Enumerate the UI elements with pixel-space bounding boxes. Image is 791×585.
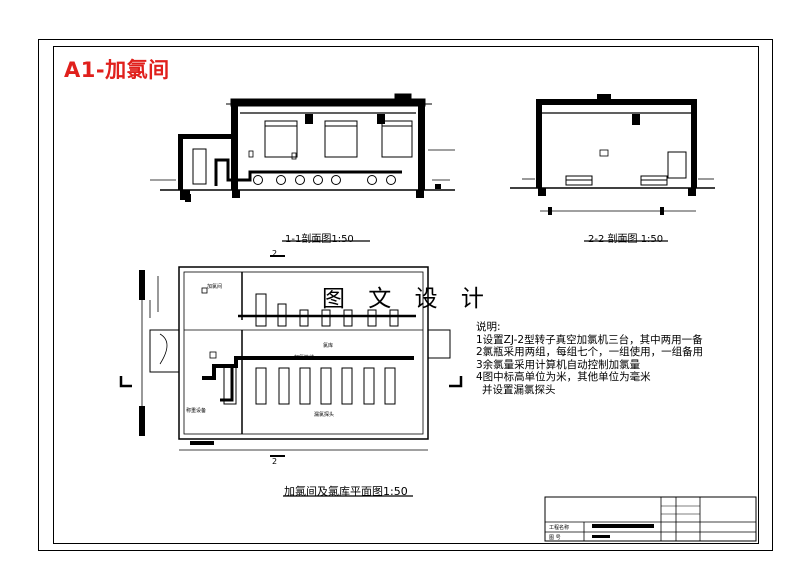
outer-border — [38, 39, 773, 551]
room-label-pipe: 加氯管线 — [294, 355, 315, 361]
note-item: 2氯瓶采用两组，每组七个，一组使用，一组备用 — [476, 346, 704, 359]
plan-view — [119, 255, 463, 497]
section-2-2-title: 2-2 剖面图 1:50 — [588, 234, 664, 245]
room-label-warehouse: 氯库 — [323, 343, 334, 349]
title-block-project: 工程名称 — [549, 525, 570, 531]
note-item: 并设置漏氯探头 — [482, 383, 556, 396]
note-item: 4图中标高单位为米，其他单位为毫米 — [476, 371, 651, 384]
title-block — [544, 496, 757, 542]
room-label-scale: 称重设备 — [186, 408, 207, 414]
section-1-1-title: 1-1剖面图1:50 — [285, 234, 354, 245]
watermark: 图 文 设 计 — [322, 286, 492, 312]
note-item: 1设置ZJ-2型转子真空加氯机三台，其中两用一备 — [476, 333, 703, 346]
section-1-1-view — [150, 93, 455, 242]
notes-heading: 说明: — [476, 321, 501, 333]
title-block-drawing-no: 图 号 — [549, 535, 561, 541]
section-marker-bottom: 2 — [272, 457, 278, 466]
inner-border — [53, 46, 759, 544]
room-label-probe: 漏氯探头 — [314, 412, 335, 418]
note-item: 3余氯量采用计算机自动控制加氯量 — [476, 358, 641, 371]
plan-title: 加氯间及氯库平面图1:50 — [284, 485, 408, 498]
design-notes: 说明: 1设置ZJ-2型转子真空加氯机三台，其中两用一备 2氯瓶采用两组，每组七… — [476, 321, 703, 397]
section-marker-top: 2 — [272, 249, 278, 258]
page-title: A1-加氯间 — [64, 58, 170, 82]
section-2-2-view — [510, 94, 715, 242]
room-label-dosing: 加氯间 — [207, 284, 223, 290]
